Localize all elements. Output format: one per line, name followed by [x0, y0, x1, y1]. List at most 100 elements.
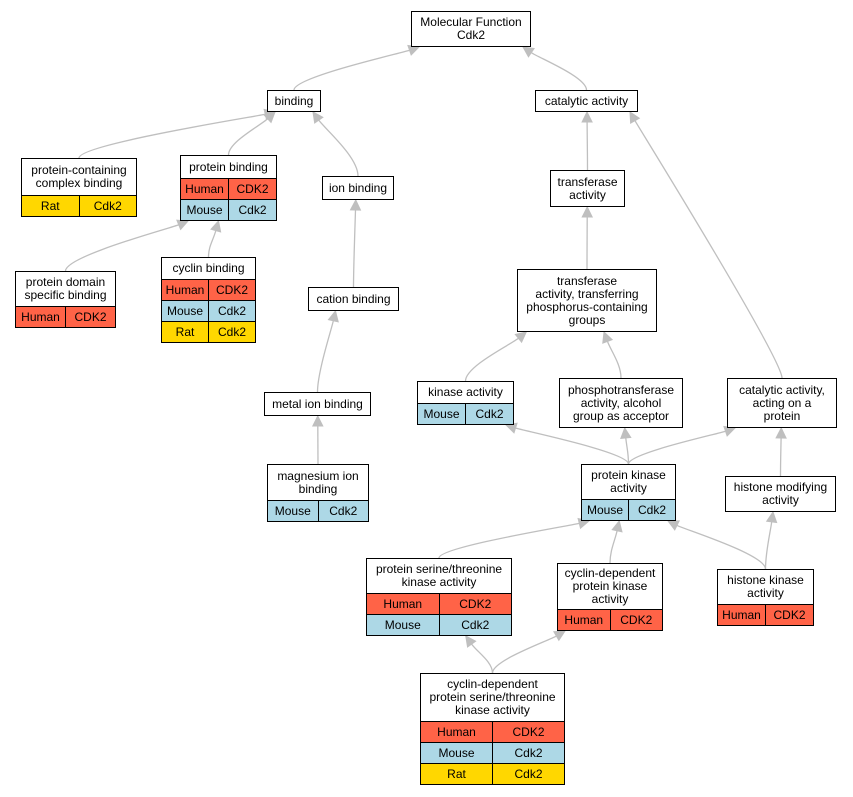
gene-cell: Cdk2	[208, 301, 255, 321]
node-label: metal ion binding	[272, 396, 363, 411]
annotation-row: Human CDK2	[367, 593, 511, 614]
gene-cell: CDK2	[765, 605, 813, 625]
edge-protein-kinase-activity-to-catalytic-on-protein	[627, 425, 737, 465]
node-label: catalytic activity, acting on a protein	[739, 382, 825, 423]
node-catalytic-on-protein: catalytic activity, acting on a protein	[727, 378, 837, 428]
edge-protein-kinase-activity-to-kinase-activity	[504, 422, 630, 465]
gene-cell: Cdk2	[438, 615, 512, 635]
node-label: phosphotransferase activity, alcohol gro…	[567, 382, 675, 423]
node-label: Molecular Function Cdk2	[420, 15, 522, 42]
edge-histone-modifying-to-catalytic-on-protein	[775, 426, 787, 477]
edge-transferase-activity-to-catalytic-activity	[581, 110, 593, 171]
species-cell: Human	[722, 607, 761, 622]
gene-cell: CDK2	[438, 594, 512, 614]
node-cdk-ser-thr: cyclin-dependent protein serine/threonin…	[420, 673, 565, 785]
node-transferase-phospho: transferase activity, transferring phosp…	[517, 269, 657, 332]
edge-metal-ion-binding-to-cation-binding	[316, 309, 339, 393]
node-binding: binding	[267, 90, 321, 112]
node-label: protein serine/threonine kinase activity	[375, 562, 503, 589]
species-cell: Human	[165, 282, 205, 297]
edge-cation-binding-to-ion-binding	[349, 198, 362, 288]
node-label: cyclin-dependent protein kinase activity	[564, 566, 656, 606]
edge-binding-to-molecular-function	[293, 44, 421, 91]
gene-cell: CDK2	[228, 179, 276, 199]
node-label: protein binding	[189, 159, 268, 174]
node-cation-binding: cation binding	[308, 287, 399, 311]
annotation-row: Mouse Cdk2	[367, 614, 511, 635]
gene-cell: Cdk2	[492, 743, 564, 763]
species-cell: Human	[437, 724, 476, 739]
species-cell: Mouse	[384, 617, 421, 632]
node-label: magnesium ion binding	[277, 468, 359, 496]
edge-histone-kinase-to-histone-modifying	[764, 510, 778, 570]
gene-cell: Cdk2	[492, 764, 564, 784]
node-label: protein kinase activity	[591, 468, 666, 495]
annotation-row: Human CDK2	[16, 306, 115, 327]
gene-cell: CDK2	[208, 280, 255, 300]
node-ion-binding: ion binding	[322, 176, 394, 200]
species-cell: Mouse	[586, 502, 624, 517]
node-metal-ion-binding: metal ion binding	[264, 392, 371, 416]
node-label: cation binding	[316, 291, 391, 306]
annotation-row: Human CDK2	[558, 609, 662, 630]
edge-magnesium-ion-binding-to-metal-ion-binding	[311, 414, 324, 465]
edge-catalytic-on-protein-to-catalytic-activity	[629, 111, 783, 379]
gene-cell: Cdk2	[317, 501, 369, 521]
edge-phosphotransferase-to-transferase-phospho	[602, 330, 622, 379]
edge-protein-binding-to-binding	[227, 111, 276, 156]
edge-catalytic-activity-to-molecular-function	[522, 46, 588, 91]
gene-cell: Cdk2	[78, 196, 137, 216]
node-molecular-function: Molecular Function Cdk2	[411, 11, 531, 47]
node-label: histone kinase activity	[727, 573, 804, 600]
node-label: cyclin binding	[172, 261, 245, 275]
node-ser-thr-kinase: protein serine/threonine kinase activity…	[366, 558, 512, 636]
species-cell: Mouse	[166, 303, 204, 318]
species-cell: Human	[21, 309, 60, 324]
species-cell: Mouse	[186, 202, 223, 217]
edge-cdk-ser-thr-to-ser-thr-kinase	[465, 635, 494, 674]
species-cell: Human	[564, 612, 604, 627]
edge-cdk-activity-to-protein-kinase-activity	[609, 519, 623, 564]
gene-cell: Cdk2	[228, 200, 276, 220]
node-label: protein-containing complex binding	[31, 163, 127, 190]
annotation-row: Mouse Cdk2	[162, 300, 255, 321]
annotation-row: Mouse Cdk2	[421, 742, 564, 763]
node-label: catalytic activity	[544, 93, 629, 108]
species-cell: Rat	[40, 198, 60, 213]
node-histone-modifying: histone modifying activity	[725, 476, 836, 512]
node-label: transferase activity	[557, 174, 618, 202]
gene-cell: CDK2	[609, 610, 663, 630]
node-label: ion binding	[328, 180, 388, 195]
edge-ser-thr-kinase-to-protein-kinase-activity	[438, 517, 591, 559]
gene-cell: Cdk2	[628, 500, 675, 520]
species-cell: Human	[383, 596, 423, 611]
annotation-row: Mouse Cdk2	[181, 199, 276, 220]
species-cell: Mouse	[438, 745, 475, 760]
edge-transferase-phospho-to-transferase-activity	[581, 205, 594, 270]
node-transferase-activity: transferase activity	[550, 170, 625, 207]
node-label: cyclin-dependent protein serine/threonin…	[429, 677, 556, 717]
edge-ion-binding-to-binding	[312, 111, 359, 177]
species-cell: Mouse	[423, 406, 460, 421]
species-cell: Rat	[175, 324, 195, 339]
edge-cdk-ser-thr-to-cdk-activity	[491, 630, 566, 674]
node-label: histone modifying activity	[733, 480, 828, 507]
gene-cell: CDK2	[65, 307, 115, 327]
edge-histone-kinase-to-protein-kinase-activity	[666, 520, 767, 570]
node-label: kinase activity	[428, 385, 503, 399]
